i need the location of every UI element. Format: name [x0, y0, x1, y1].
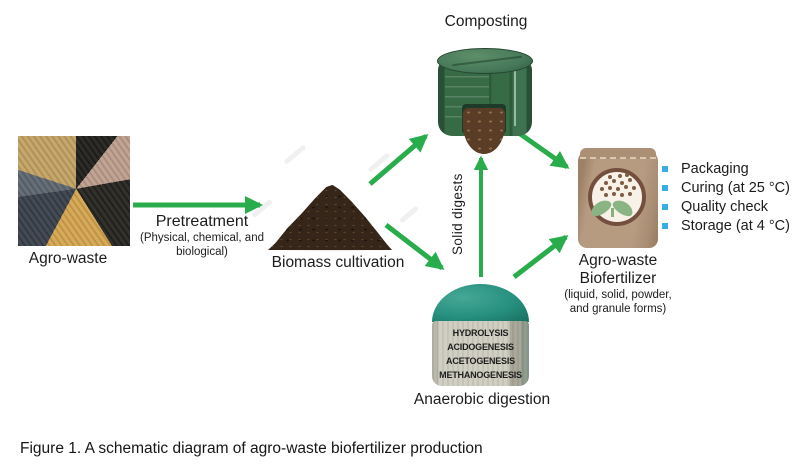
step-label: Quality check — [681, 199, 769, 215]
compost-bin-highlight — [514, 64, 516, 126]
list-item: Storage (at 4 °C) — [662, 218, 795, 237]
bullet-square-icon — [662, 223, 668, 229]
compost-spill-icon — [463, 108, 505, 154]
compost-bin-lid — [437, 48, 533, 74]
stage-methanogenesis: METHANOGENESIS — [439, 370, 522, 380]
list-item: Packaging — [662, 161, 795, 180]
step-label: Packaging — [681, 161, 749, 177]
compost-bin-lid-seam — [452, 55, 522, 66]
post-processing-steps: Packaging Curing (at 25 °C) Quality chec… — [662, 161, 795, 237]
pretreatment-sublabel: (Physical, chemical, and biological) — [140, 232, 264, 258]
arrow-composting-to-bag — [514, 128, 570, 170]
list-item: Quality check — [662, 199, 795, 218]
digestion-stages: HYDROLYSIS ACIDOGENESIS ACETOGENESIS MET… — [432, 326, 529, 382]
watermark-streak — [398, 205, 420, 224]
step-label: Storage (at 4 °C) — [681, 218, 790, 234]
anaerobic-digestion-label: Anaerobic digestion — [413, 391, 551, 408]
agro-waste-label: Agro-waste — [28, 250, 108, 267]
digester-dome — [432, 284, 529, 322]
digester-icon: HYDROLYSIS ACIDOGENESIS ACETOGENESIS MET… — [432, 284, 529, 386]
biomass-cultivation-label: Biomass cultivation — [271, 254, 405, 271]
pretreatment-label: Pretreatment — [155, 213, 249, 230]
stage-acidogenesis: ACIDOGENESIS — [447, 342, 514, 352]
biomass-pile-icon — [268, 184, 392, 250]
step-label: Curing (at 25 °C) — [681, 180, 790, 196]
stem-icon — [611, 208, 614, 217]
biofertilizer-sublabel: (liquid, solid, powder, and granule form… — [564, 289, 672, 315]
fertilizer-bag-stitching — [580, 148, 656, 159]
fertilizer-bag-icon — [578, 148, 658, 248]
stage-hydrolysis: HYDROLYSIS — [452, 328, 509, 338]
composting-label: Composting — [444, 13, 528, 30]
agro-waste-collage-image — [18, 136, 130, 246]
fertilizer-bag-emblem — [588, 168, 646, 226]
biofertilizer-label: Agro-waste Biofertilizer — [578, 252, 658, 287]
granule-dots-icon — [604, 181, 608, 185]
bullet-square-icon — [662, 185, 668, 191]
digester-body — [432, 321, 529, 386]
stage-acetogenesis: ACETOGENESIS — [446, 356, 515, 366]
bullet-square-icon — [662, 166, 668, 172]
solid-digests-label: Solid digests — [450, 173, 465, 256]
watermark-streak — [367, 152, 391, 173]
watermark-streak — [283, 144, 307, 165]
figure-caption: Figure 1. A schematic diagram of agro-wa… — [20, 440, 483, 457]
bullet-square-icon — [662, 204, 668, 210]
list-item: Curing (at 25 °C) — [662, 180, 795, 199]
compost-bin-icon — [437, 48, 533, 154]
